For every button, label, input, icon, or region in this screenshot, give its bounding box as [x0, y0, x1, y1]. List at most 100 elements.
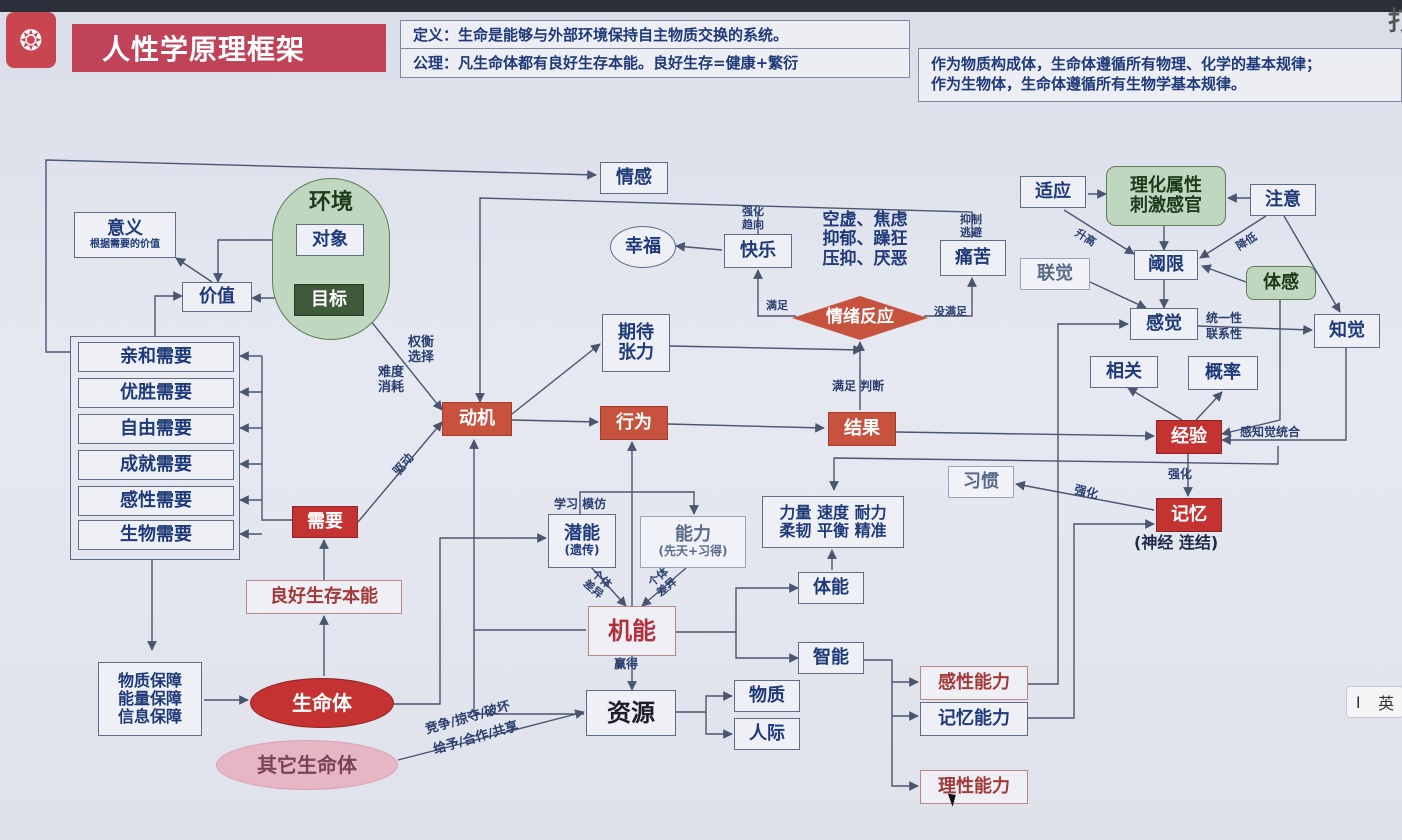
ime-cursor-icon: I: [1355, 692, 1361, 712]
potential-label: 潜能: [564, 523, 600, 545]
definition-box: 定义：生命是能够与外部环境保持自主物质交换的系统。: [400, 20, 910, 50]
instinct-node: 良好生存本能: [246, 580, 402, 614]
memory-sub: (神经 连结): [1134, 533, 1219, 552]
wire-result-experience: [895, 430, 1155, 441]
law-note-line1: 作为物质构成体，生命体遵循所有物理、化学的基本规律；: [931, 55, 1322, 73]
organism-ellipse: 生命体: [250, 678, 394, 728]
wire-intelligence-rational: [891, 716, 919, 791]
label-satisfy-judge: 满足 判断: [832, 379, 885, 393]
wire-motive-expect: [511, 343, 601, 415]
wire-experience-correlation: [1127, 387, 1183, 421]
wire-needs-emotion: [45, 159, 597, 353]
need-biological: 生物需要: [78, 520, 234, 550]
wire-attention-threshold: [1199, 215, 1267, 259]
meaning-sub: 根据需要的价值: [90, 239, 160, 251]
habit-node: 习惯: [948, 466, 1014, 498]
wire-perception-experience: [1221, 348, 1347, 445]
screen-top-edge: [0, 0, 1402, 12]
intelligence-node: 智能: [798, 642, 864, 674]
label-perception-integration: 感知觉统合: [1240, 425, 1301, 439]
pain-node: 痛苦: [940, 240, 1006, 276]
pleasure-node: 快乐: [724, 234, 792, 268]
wire-need-motive: [357, 421, 443, 523]
corner-char: 打: [1388, 7, 1402, 37]
wire-resources-material: [676, 691, 733, 713]
memory-ability-node: 记忆能力: [920, 702, 1028, 736]
negative-line2: 抑郁、躁狂: [822, 229, 908, 250]
negative-line3: 压抑、厌恶: [822, 248, 908, 269]
ability-label: 能力: [675, 524, 711, 546]
correlation-node: 相关: [1090, 356, 1158, 388]
expectation-line1: 期待: [618, 321, 654, 343]
need-achievement: 成就需要: [78, 450, 234, 480]
happiness-ellipse: 幸福: [610, 226, 676, 268]
synesthesia-node: 联觉: [1020, 258, 1090, 290]
label-difficulty-cost: 难度 消耗: [378, 365, 405, 395]
label-connectivity: 联系性: [1206, 327, 1243, 341]
emotion-node: 情感: [600, 162, 668, 194]
adapt-node: 适应: [1020, 176, 1086, 208]
meaning-label: 意义: [107, 218, 143, 240]
label-obtain: 赢得: [614, 657, 639, 671]
expectation-line2: 张力: [618, 342, 654, 363]
label-weigh-choose: 权衡 选择: [408, 335, 435, 365]
probability-node: 概率: [1188, 356, 1258, 390]
label-suppress-avoid: 抑制 逃避: [960, 213, 982, 239]
wire-synesthesia-sensation: [1089, 281, 1147, 309]
perception-node: 知觉: [1314, 314, 1380, 348]
ime-language: 英: [1378, 694, 1395, 713]
wire-attention-perception: [1283, 215, 1341, 313]
ime-indicator[interactable]: I 英: [1346, 686, 1402, 718]
axiom-box: 公理：凡生命体都有良好生存本能。良好生存=健康+繁衍: [400, 48, 910, 78]
interpersonal-node: 人际: [734, 718, 800, 750]
body-sense-node: 体感: [1246, 266, 1316, 300]
guarantee-info: 信息保障: [117, 706, 182, 726]
physchem-line2: 刺激感官: [1130, 195, 1202, 216]
wire-bodysense-threshold: [1201, 264, 1247, 283]
wire-learn-bracket: [579, 491, 699, 516]
material-node: 物质: [734, 680, 800, 712]
wire-resources-interpersonal: [705, 712, 733, 739]
label-unsatisfied: 没满足: [934, 305, 967, 318]
function-node: 机能: [588, 606, 676, 656]
behavior-node: 行为: [600, 406, 668, 440]
seal-logo-icon: ❂: [6, 12, 56, 68]
wire-memory-memory: [1028, 519, 1155, 719]
wire-ability-function: [641, 567, 687, 607]
page-title: 人性学原理框架: [72, 24, 386, 72]
physchem-line1: 理化属性: [1130, 174, 1202, 196]
label-reinforce-vertical: 强化: [1168, 467, 1193, 481]
wire-experience-loop: [829, 446, 1279, 491]
ability-node: 能力 (先天+习得): [640, 516, 746, 568]
qualities-line1: 力量 速度 耐力: [779, 503, 887, 523]
need-freedom: 自由需要: [78, 414, 234, 444]
label-satisfied: 满足: [766, 299, 788, 312]
negative-line1: 空虚、焦虑: [822, 210, 908, 231]
need-node: 需要: [292, 506, 358, 538]
wire-need-needs: [261, 356, 292, 521]
need-superiority: 优胜需要: [78, 378, 234, 408]
guarantee-energy: 能量保障: [117, 689, 182, 709]
wire-resources-motive: [469, 439, 584, 715]
wire-intelligence-memory: [891, 682, 919, 721]
wire-function-intelligence: [735, 632, 799, 663]
meaning-node: 意义 根据需要的价值: [74, 212, 176, 258]
need-sensory: 感性需要: [78, 486, 234, 516]
needs-group: [70, 336, 240, 560]
wire-function-physical: [676, 583, 799, 633]
expectation-node: 期待 张力: [602, 314, 670, 372]
wire-expect-reaction: [669, 344, 863, 355]
wire-sensory-sensation: [1028, 319, 1129, 685]
value-node: 价值: [182, 282, 252, 312]
wire-goal-motive: [361, 309, 443, 411]
wire-reaction-pain: [924, 277, 977, 317]
motive-node: 动机: [442, 402, 512, 436]
rational-ability-node: 理性能力: [920, 770, 1028, 804]
sensation-node: 感觉: [1130, 308, 1198, 340]
label-learn-imitate: 学习 模仿: [554, 497, 607, 511]
physical-node: 体能: [798, 572, 864, 604]
wire-other-resources: [397, 709, 585, 761]
wire-intelligence-sensory: [864, 659, 919, 687]
